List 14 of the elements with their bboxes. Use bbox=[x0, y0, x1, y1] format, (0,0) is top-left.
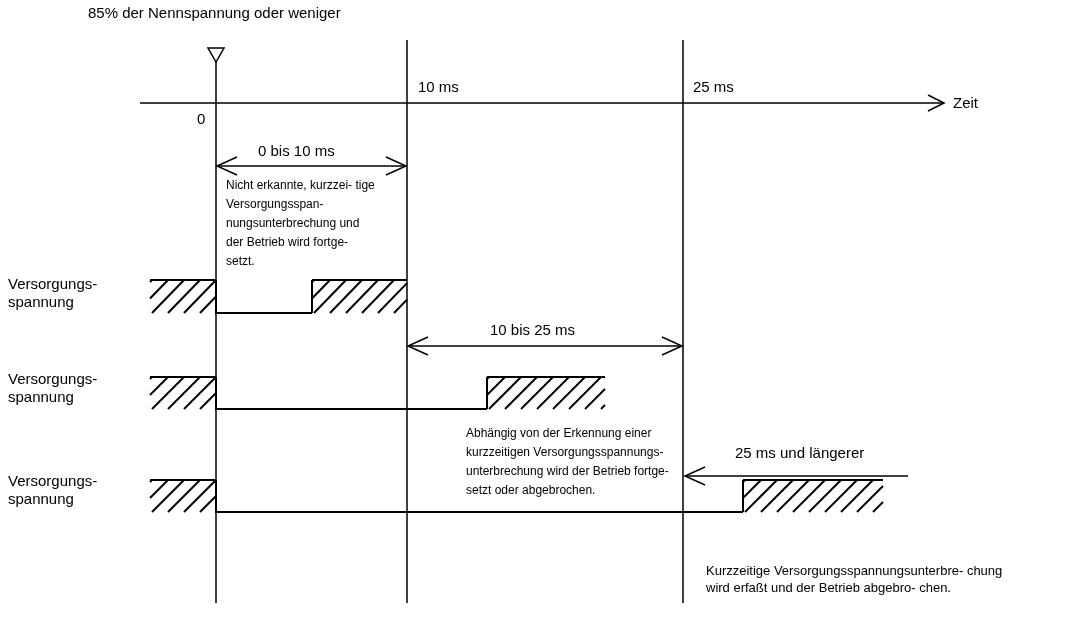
signal-label: Versorgungs- spannung bbox=[8, 275, 99, 311]
axis-label: Zeit bbox=[953, 94, 978, 112]
signal-label: Versorgungs- spannung bbox=[8, 472, 99, 508]
note-text: Abhängig von der Erkennung einer kurzzeitigen Versorgungsspannungs- unterbrechung wird der Betrieb fortge- setzt oder abgebrochen. bbox=[466, 425, 670, 499]
note-text: Nicht erkannte, kurzzei- tige Versorgungsspan- nungsunterbrechung und der Betrieb wird fortge- setzt. bbox=[226, 177, 376, 270]
note-text: Kurzzeitige Versorgungsspannungsunterbre- chung wird erfaßt und der Betrieb abgebro- chen. bbox=[706, 562, 1004, 596]
signal-label: Versorgungs- spannung bbox=[8, 370, 99, 406]
time-mark-label: 10 ms bbox=[418, 78, 459, 96]
dimension-label: 0 bis 10 ms bbox=[258, 142, 335, 160]
duration-label: 25 ms und längerer bbox=[735, 444, 865, 462]
voltage-threshold-label: 85% der Nennspannung oder weniger bbox=[88, 4, 341, 22]
origin-label: 0 bbox=[197, 110, 206, 128]
dimension-label: 10 bis 25 ms bbox=[490, 321, 576, 339]
time-mark-label: 25 ms bbox=[693, 78, 734, 96]
